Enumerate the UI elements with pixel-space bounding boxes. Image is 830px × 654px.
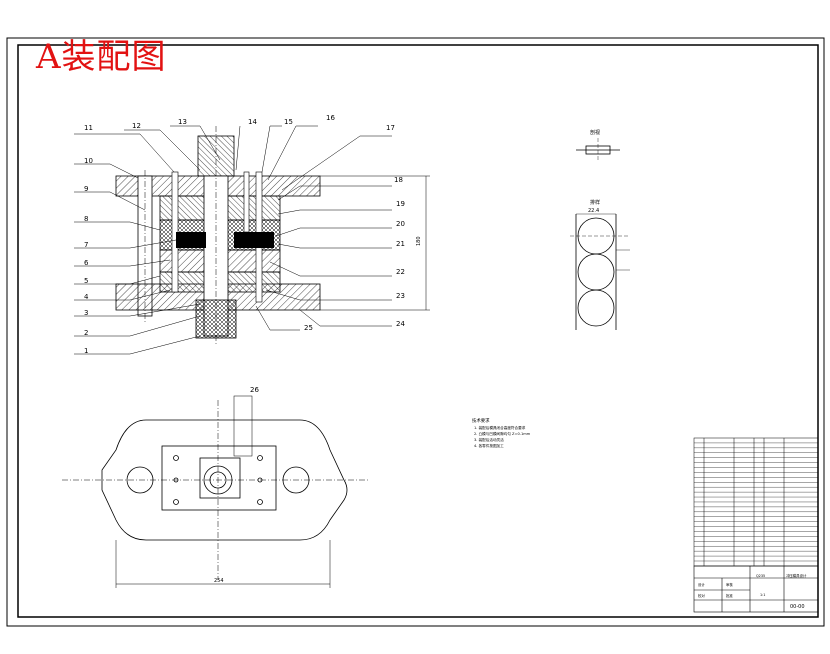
- title-block-sign-3: 审核: [726, 582, 733, 587]
- title-block: [693, 565, 819, 613]
- callout-6: 6: [84, 259, 89, 267]
- callout-10: 10: [84, 157, 93, 165]
- callout-7: 7: [84, 241, 88, 249]
- inner-border: [17, 44, 819, 618]
- callout-leaders: [74, 125, 392, 355]
- tech-req-line-2: 2. 凸模与凹模间隙均匀 Z=0.1mm: [474, 431, 531, 436]
- callout-3: 3: [84, 309, 88, 317]
- callout-2: 2: [84, 329, 88, 337]
- tech-req-line-3: 3. 装配后活动灵活: [474, 437, 504, 442]
- callout-25: 25: [304, 324, 313, 332]
- callout-23: 23: [396, 292, 405, 300]
- title-block-sign-2: 校对: [698, 593, 705, 598]
- drawing-number: 00-00: [790, 604, 805, 610]
- title-block-material: Q235: [756, 574, 765, 578]
- callout-14: 14: [248, 118, 257, 126]
- callout-1: 1: [84, 347, 88, 355]
- title-block-scale: 1:1: [760, 593, 765, 597]
- callout-17: 17: [386, 124, 395, 132]
- section-label-strip: 排样: [590, 199, 600, 206]
- callout-19: 19: [396, 200, 405, 208]
- title-block-sign-4: 批准: [726, 593, 733, 598]
- callout-20: 20: [396, 220, 405, 228]
- title-block-unit: 冲压模具设计: [786, 573, 807, 578]
- callout-12: 12: [132, 122, 141, 130]
- tech-req-heading: 技术要求: [472, 417, 490, 424]
- parts-list-rows: [694, 442, 818, 562]
- plan-view: [62, 395, 368, 588]
- section-label-view: 剖视: [590, 129, 600, 136]
- outer-border: [6, 37, 825, 627]
- callout-16: 16: [326, 114, 335, 122]
- callout-5: 5: [84, 277, 88, 285]
- tech-req-line-1: 1. 装配后模具闭合高度符合要求: [474, 425, 526, 430]
- dimension-overall-width: 254: [214, 578, 224, 584]
- title-block-sign-1: 设计: [698, 582, 705, 587]
- callout-24: 24: [396, 320, 405, 328]
- callout-22: 22: [396, 268, 405, 276]
- callout-21: 21: [396, 240, 405, 248]
- technical-requirements: 技术要求 1. 装配后模具闭合高度符合要求 2. 凸模与凹模间隙均匀 Z=0.1…: [472, 417, 531, 448]
- strip-layout-view: [570, 138, 630, 330]
- callout-9: 9: [84, 185, 88, 193]
- assembly-drawing-title: A装配图: [36, 37, 167, 77]
- front-section-view: [115, 126, 430, 344]
- callout-13: 13: [178, 118, 187, 126]
- callout-15: 15: [284, 118, 293, 126]
- callout-8: 8: [84, 215, 88, 223]
- dimension-strip-width: 22.4: [588, 208, 599, 214]
- tech-req-line-4: 4. 各零件按图加工: [474, 443, 504, 448]
- callout-18: 18: [394, 176, 403, 184]
- part-callouts: 1 2 3 4 5 6 7 8 9 10 11 12 13 14 15 16 1…: [84, 114, 405, 394]
- callout-26: 26: [250, 386, 259, 394]
- dimension-height-label: 180: [416, 236, 422, 246]
- callout-11: 11: [84, 124, 93, 132]
- callout-4: 4: [84, 293, 89, 301]
